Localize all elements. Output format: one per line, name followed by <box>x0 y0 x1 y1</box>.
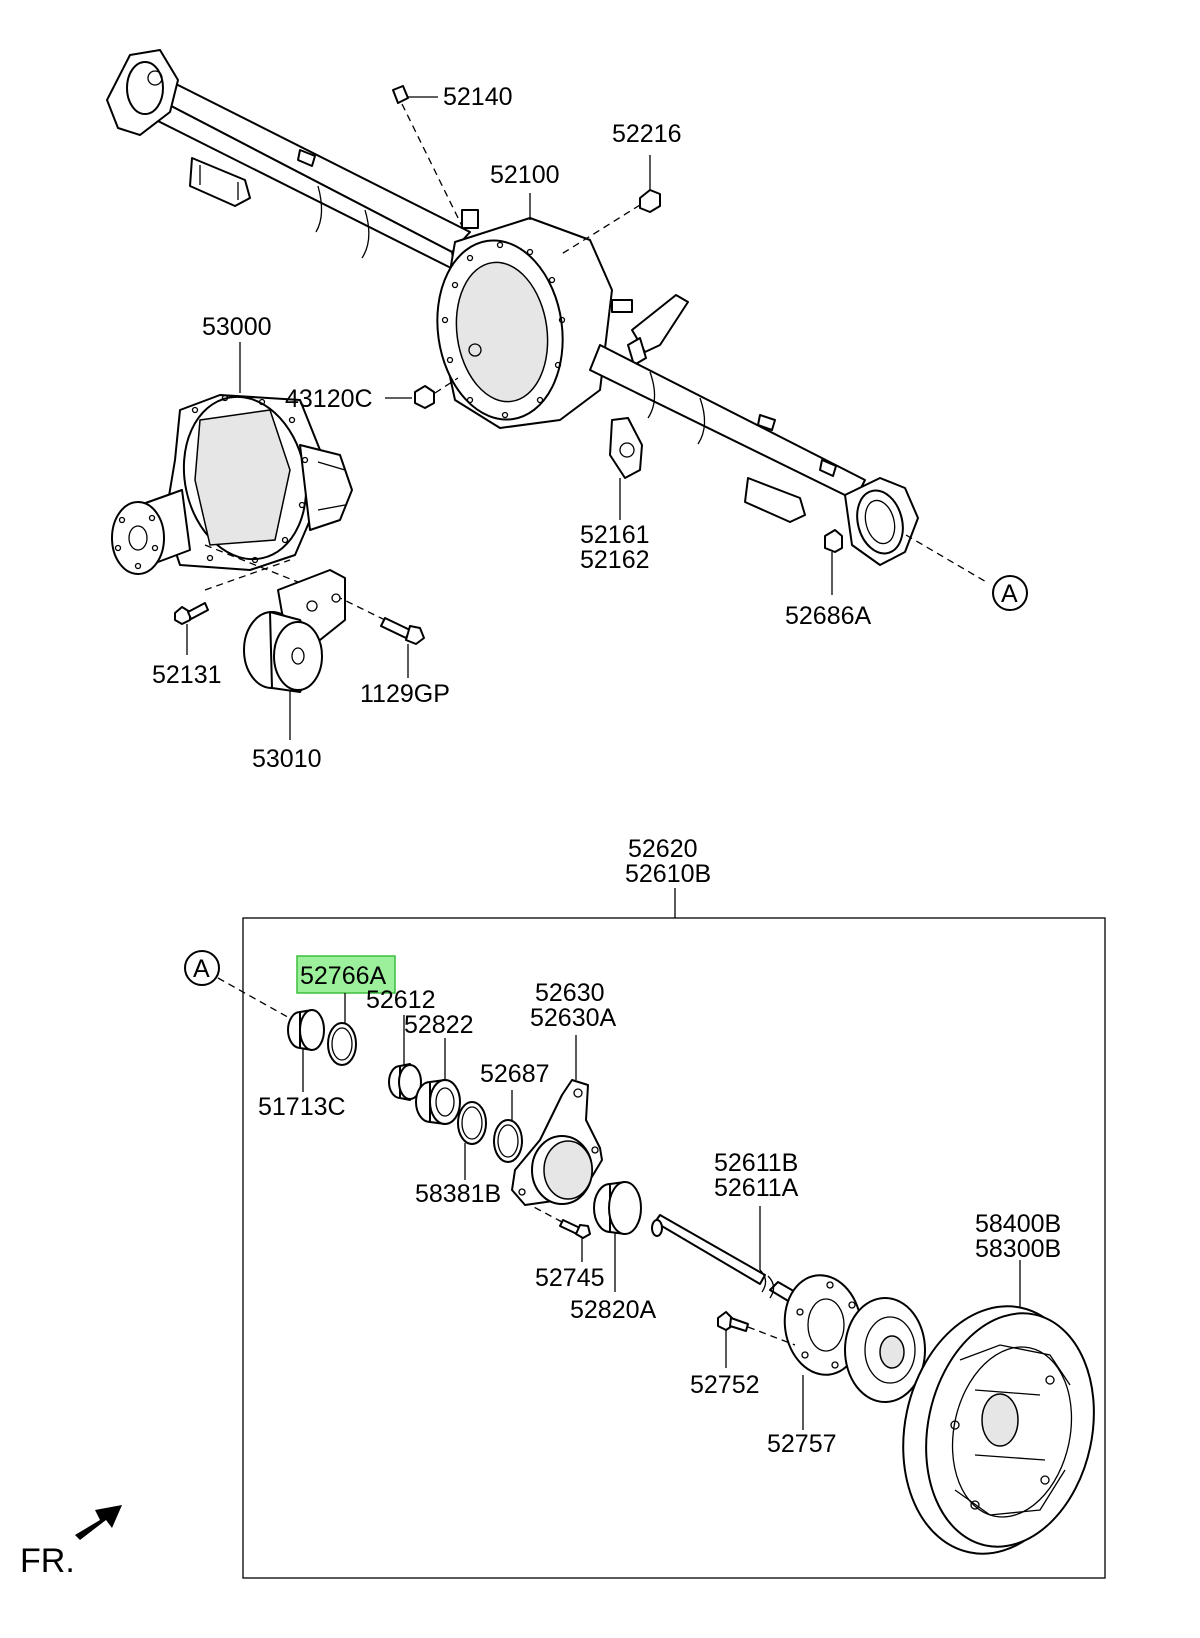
diff-mount-53010[interactable] <box>243 569 346 740</box>
bracket-plate-52161[interactable] <box>609 417 643 520</box>
label-43120c[interactable]: 43120C <box>285 385 373 413</box>
label-52630a[interactable]: 52630A <box>530 1004 617 1032</box>
nut-52686a[interactable] <box>824 529 989 595</box>
spacer-52612[interactable] <box>388 1015 422 1101</box>
flange-52757[interactable] <box>778 1270 867 1430</box>
differential-carrier[interactable] <box>111 342 353 575</box>
oring-52687[interactable] <box>493 1090 523 1163</box>
label-51713c[interactable]: 51713C <box>258 1093 346 1121</box>
label-52686a[interactable]: 52686A <box>785 602 872 630</box>
reference-circle-a-top <box>992 575 1028 611</box>
ring-58381b[interactable] <box>457 1101 487 1180</box>
brake-assembly-58400b[interactable] <box>881 1260 1115 1571</box>
label-52216[interactable]: 52216 <box>612 120 682 148</box>
label-52745[interactable]: 52745 <box>535 1264 605 1292</box>
label-52611b[interactable]: 52611B <box>714 1149 798 1177</box>
bearing-52820a[interactable] <box>593 1181 642 1292</box>
label-52161[interactable]: 52161 <box>580 521 650 549</box>
label-52100[interactable]: 52100 <box>490 161 560 189</box>
bearing-52822[interactable] <box>415 1038 461 1125</box>
label-52766a[interactable]: 52766A <box>300 962 387 990</box>
label-52611a[interactable]: 52611A <box>714 1174 799 1202</box>
bolt-52131[interactable] <box>174 602 209 655</box>
label-52820a[interactable]: 52820A <box>570 1296 657 1324</box>
label-52131[interactable]: 52131 <box>152 661 222 689</box>
nut-43120c[interactable] <box>385 377 459 409</box>
filler-plug[interactable] <box>559 155 661 256</box>
highlight-52766a <box>296 955 396 994</box>
label-52752[interactable]: 52752 <box>690 1371 760 1399</box>
ref-a-top-label: A <box>1001 580 1018 608</box>
front-arrow-icon <box>75 1505 122 1540</box>
leader-dash-bolt <box>204 559 291 591</box>
label-58381b[interactable]: 58381B <box>415 1180 501 1208</box>
label-52757[interactable]: 52757 <box>767 1430 837 1458</box>
leader-dash-a <box>217 977 294 1021</box>
label-53010[interactable]: 53010 <box>252 745 322 773</box>
seal-51713c[interactable] <box>287 1009 325 1092</box>
assembly-box <box>242 917 1106 1579</box>
front-indicator-label: FR. <box>20 1542 75 1580</box>
hub-drum[interactable] <box>844 1297 926 1403</box>
reference-circle-a-bottom <box>184 950 220 986</box>
axle-housing[interactable] <box>106 49 919 566</box>
label-53000[interactable]: 53000 <box>202 313 272 341</box>
label-52630[interactable]: 52630 <box>535 979 605 1007</box>
label-58400b[interactable]: 58400B <box>975 1210 1061 1238</box>
label-1129gp[interactable]: 1129GP <box>360 680 450 708</box>
ref-a-bottom-label: A <box>193 955 210 983</box>
bolt-1129gp[interactable] <box>339 597 425 678</box>
bolt-52745[interactable] <box>529 1204 591 1262</box>
label-58300b[interactable]: 58300B <box>975 1235 1061 1263</box>
breather-plug[interactable] <box>392 85 463 227</box>
oring-52766a[interactable] <box>327 993 357 1066</box>
label-52162[interactable]: 52162 <box>580 546 650 574</box>
label-52822[interactable]: 52822 <box>404 1011 474 1039</box>
label-52612[interactable]: 52612 <box>366 986 436 1014</box>
label-52610b[interactable]: 52610B <box>625 860 711 888</box>
labels: 52140 52216 52100 53000 43120C 52161 521… <box>20 83 1061 1580</box>
label-52620[interactable]: 52620 <box>628 835 698 863</box>
hub-carrier-52630[interactable] <box>511 1035 603 1206</box>
label-52687[interactable]: 52687 <box>480 1060 550 1088</box>
bolt-52752[interactable] <box>717 1311 796 1368</box>
label-52140[interactable]: 52140 <box>443 83 513 111</box>
